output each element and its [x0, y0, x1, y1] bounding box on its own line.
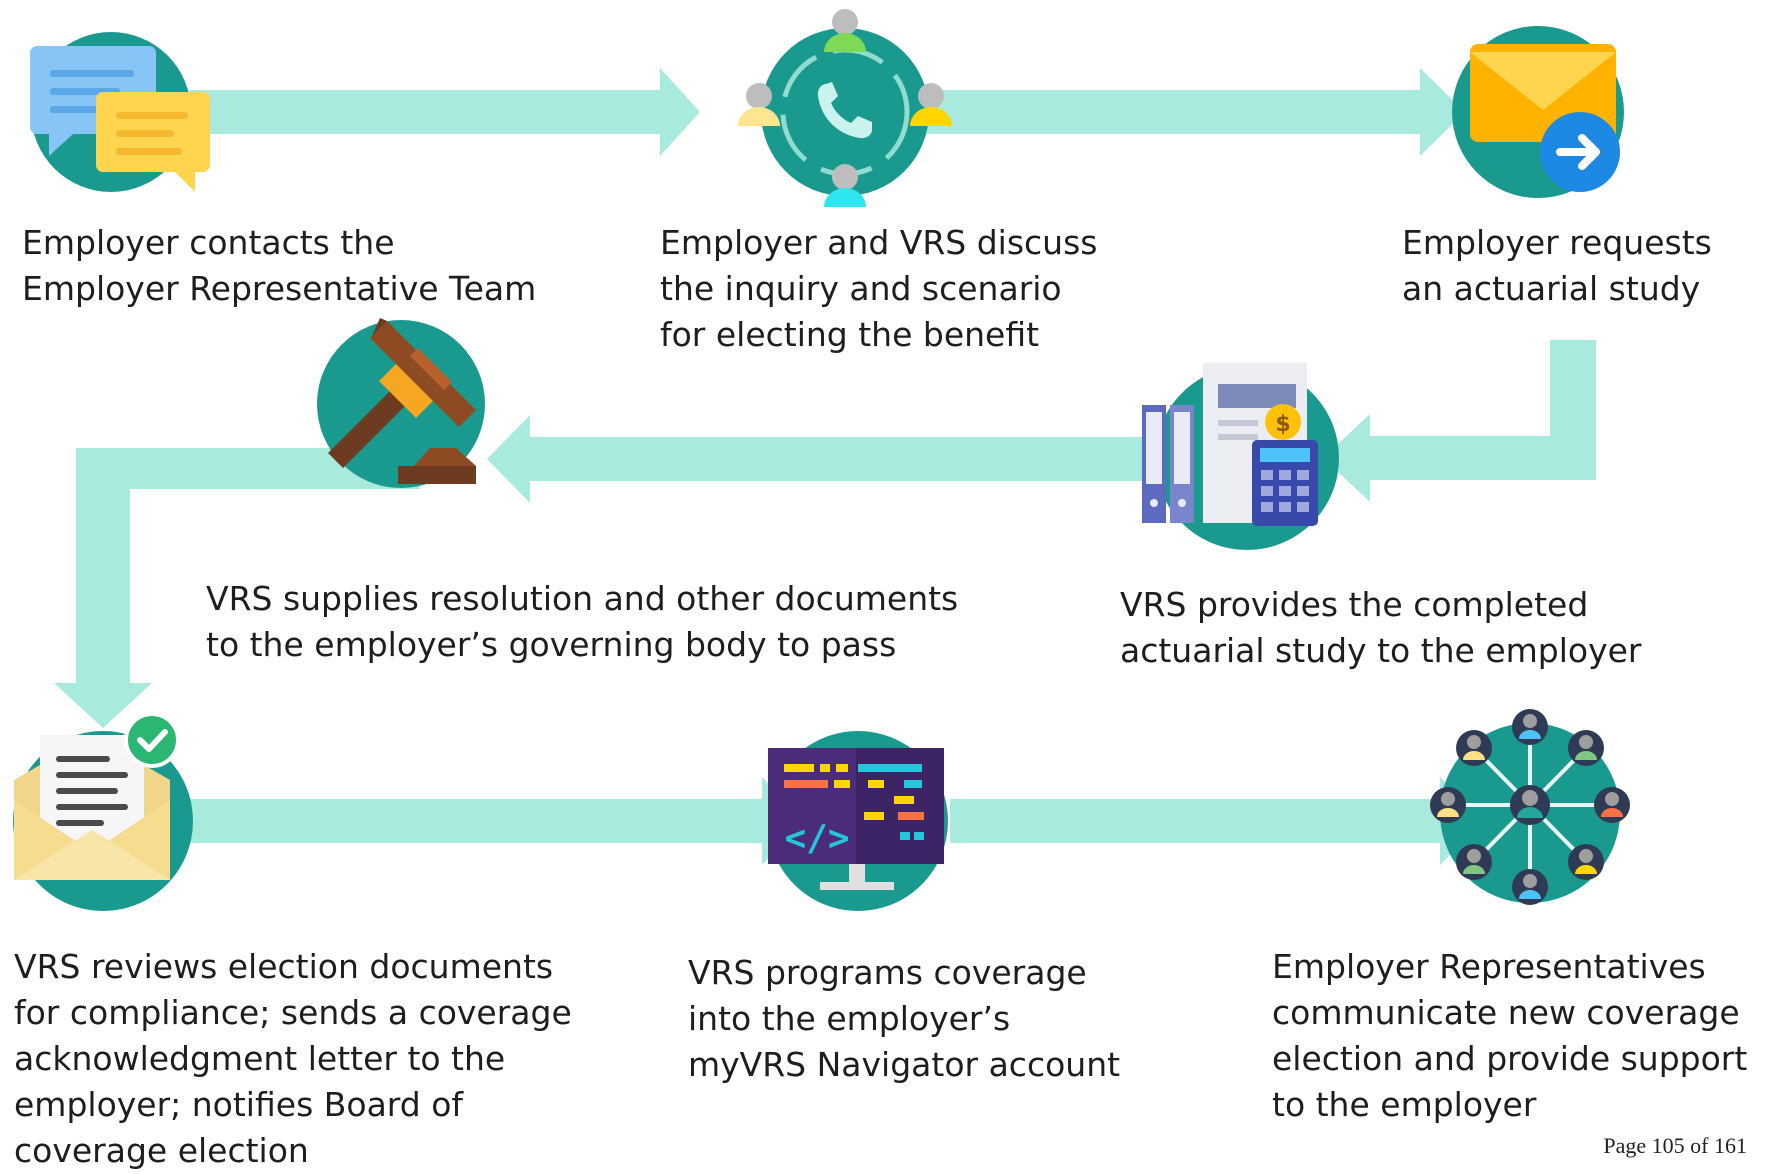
arrow-step3-to-step4 [1323, 340, 1596, 502]
chat-bubbles-icon [30, 32, 210, 192]
arrow-step1-to-step2 [190, 68, 700, 156]
send-mail-icon [1452, 26, 1624, 198]
conference-call-icon [738, 9, 952, 207]
step-8-label: Employer Representatives communicate new… [1272, 947, 1748, 1124]
svg-text:$: $ [1275, 412, 1290, 437]
connectors [54, 68, 1596, 865]
code-monitor-icon: </> [768, 731, 948, 911]
arrow-step6-to-step7 [190, 777, 804, 865]
step-4-label: VRS provides the completed actuarial stu… [1120, 585, 1642, 670]
step-3-label: Employer requests an actuarial study [1402, 223, 1712, 308]
step-6-label: VRS reviews election documents for compl… [14, 947, 572, 1170]
step-2-label: Employer and VRS discuss the inquiry and… [660, 223, 1098, 354]
page-number: Page 105 of 161 [1603, 1133, 1747, 1158]
svg-text:</>: </> [784, 818, 849, 859]
step-7-label: VRS programs coverage into the employer’… [688, 953, 1121, 1084]
financial-documents-icon: $ [1142, 363, 1339, 550]
gavel-icon [317, 318, 485, 488]
step-5-label: VRS supplies resolution and other docume… [206, 579, 959, 664]
step-1-label: Employer contacts the Employer Represent… [22, 223, 537, 308]
arrow-step2-to-step3 [845, 68, 1465, 156]
approved-letter-icon [13, 712, 193, 911]
network-people-icon [1430, 709, 1630, 905]
arrow-step4-to-step5 [487, 415, 1150, 503]
arrow-step7-to-step8 [950, 777, 1483, 865]
